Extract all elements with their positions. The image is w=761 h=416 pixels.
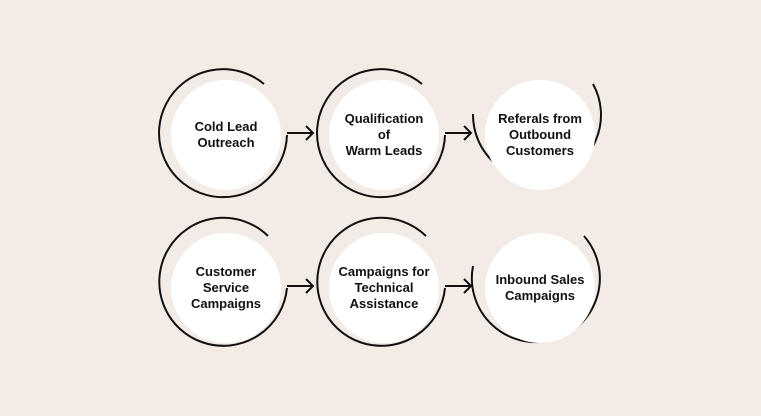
arrow-icon [445, 125, 473, 141]
step-label: Inbound Sales Campaigns [495, 272, 585, 303]
step-technical-assistance-campaigns: Campaigns for Technical Assistance [329, 233, 439, 343]
step-label: Campaigns for Technical Assistance [338, 264, 430, 311]
arrow-icon [445, 278, 473, 294]
arrow-icon [287, 278, 315, 294]
step-qualification-warm-leads: Qualification of Warm Leads [329, 80, 439, 190]
arrow-icon [287, 125, 315, 141]
step-label: Cold Lead Outreach [194, 119, 258, 150]
step-cold-lead-outreach: Cold Lead Outreach [171, 80, 281, 190]
step-label: Referals from Outbound Customers [498, 111, 582, 158]
ring-arc [316, 68, 446, 199]
step-customer-service-campaigns: Customer Service Campaigns [171, 233, 281, 343]
step-referals-outbound-customers: Referals from Outbound Customers [485, 80, 595, 190]
ring-arc [158, 68, 288, 199]
step-inbound-sales-campaigns: Inbound Sales Campaigns [485, 233, 595, 343]
ring-arc [158, 216, 288, 347]
step-label: Qualification of Warm Leads [344, 111, 424, 158]
step-label: Customer Service Campaigns [190, 264, 262, 311]
ring-arc [316, 216, 446, 347]
